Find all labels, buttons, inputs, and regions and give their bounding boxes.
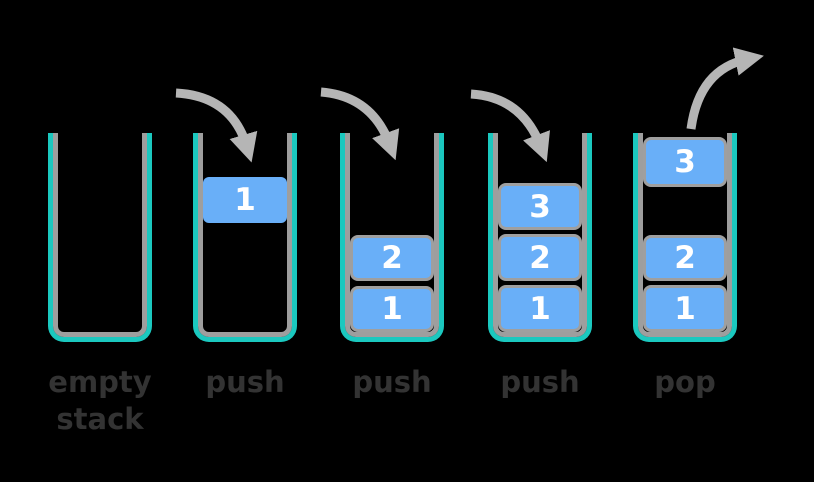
caption-line: empty [48,365,152,399]
block-number: 2 [529,239,551,276]
block-number: 2 [674,240,696,276]
block-number: 1 [381,291,403,327]
stack-inner-wall: 2 1 [345,133,439,337]
stack-label-pop: pop [633,364,737,401]
caption-line: pop [654,365,716,399]
stack-label-empty: empty stack [28,364,172,438]
stack-inner-wall: 1 [198,133,292,337]
stack-block: 1 [643,285,727,332]
stack-inner-wall: 3 2 1 [638,133,732,337]
stack-container-empty [48,133,152,342]
stack-block: 2 [350,235,434,281]
stack-inner-wall [53,133,147,337]
stack-block: 1 [498,285,582,332]
block-number: 1 [234,182,256,218]
block-number: 1 [674,290,696,327]
block-number: 1 [529,290,551,327]
stack-label-push-3: push [488,364,592,401]
caption-line: stack [56,402,144,436]
stack-label-push-2: push [340,364,444,401]
stack-container-pop: 3 2 1 [633,133,737,342]
block-number: 3 [674,144,696,180]
stack-inner-wall: 3 2 1 [493,133,587,337]
stack-block: 1 [203,177,287,223]
caption-line: push [205,365,285,399]
stack-block: 2 [498,234,582,281]
stack-label-push-1: push [193,364,297,401]
stack-container-push-3: 3 2 1 [488,133,592,342]
stack-block: 1 [350,286,434,332]
block-number: 3 [529,188,551,225]
block-number: 2 [381,240,403,276]
stack-block-popped: 3 [643,137,727,187]
caption-line: push [500,365,580,399]
caption-line: push [352,365,432,399]
stack-container-push-1: 1 [193,133,297,342]
pop-arrow-icon [686,47,764,130]
stack-block: 3 [498,183,582,230]
stack-container-push-2: 2 1 [340,133,444,342]
stack-block: 2 [643,235,727,281]
